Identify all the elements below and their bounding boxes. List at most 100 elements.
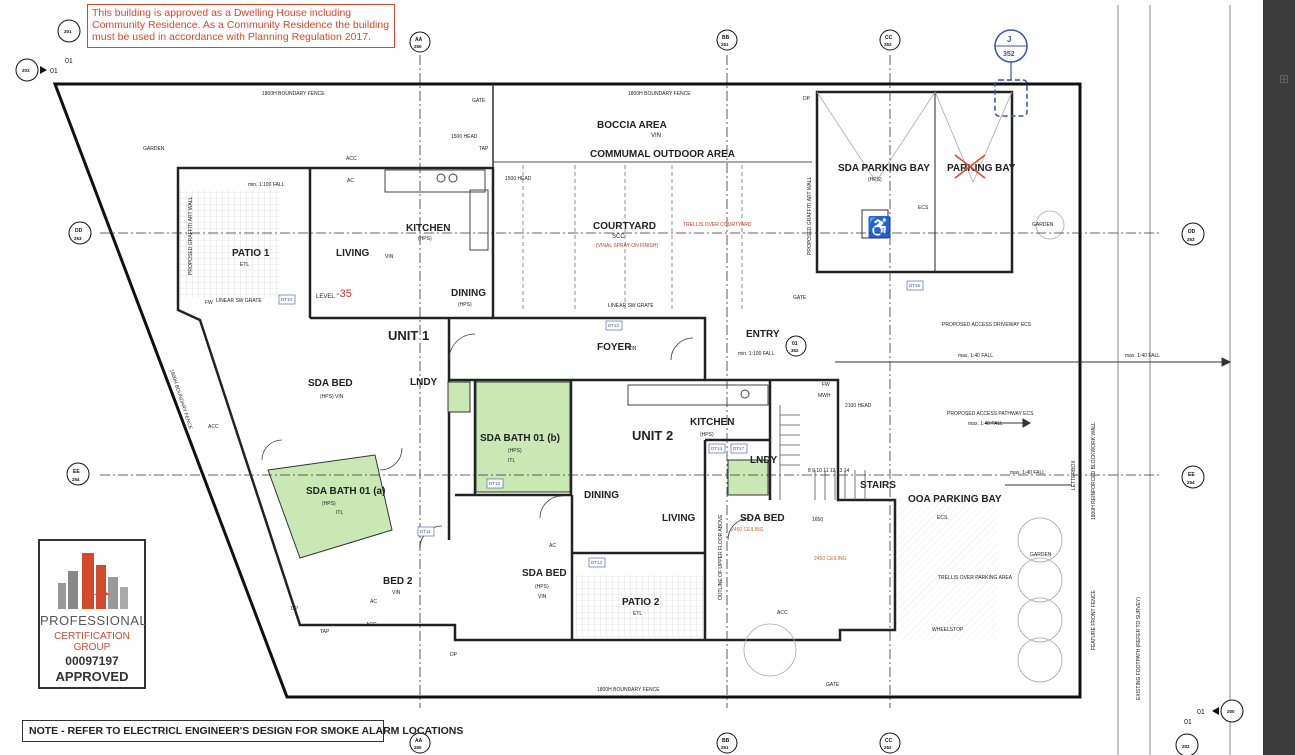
svg-text:DD: DD xyxy=(1188,229,1196,235)
svg-text:DD: DD xyxy=(75,228,83,234)
ooa-parking-hatch xyxy=(897,500,997,640)
fence-top-right: 1800H BOUNDARY FENCE xyxy=(628,91,691,97)
feature-fence: FEATURE FRONT FENCE xyxy=(1091,590,1097,650)
laundry-2 xyxy=(727,459,769,496)
sda-bed2-label: SDA BED xyxy=(522,568,567,579)
expand-icon[interactable]: ⊞ xyxy=(1279,72,1290,86)
benches xyxy=(384,169,769,406)
laundry-1 xyxy=(447,381,471,413)
patio-2-tiles xyxy=(575,575,703,637)
accessible-parking-icon: ♿ xyxy=(861,209,892,239)
svg-text:01: 01 xyxy=(1197,709,1205,716)
kitchen1-label: KITCHEN xyxy=(406,223,450,234)
sda-parking-bay-box xyxy=(815,90,1014,274)
svg-text:01: 01 xyxy=(792,341,798,347)
living1-finish: VIN xyxy=(385,254,394,260)
marker-202: 202 01 xyxy=(1175,719,1199,755)
marker-cc-bot: CC 252 xyxy=(879,732,901,754)
stamp-status: APPROVED xyxy=(55,669,129,684)
ac-living1: AC xyxy=(347,178,354,184)
stamp-line1: PROFESSIONAL xyxy=(40,613,148,628)
svg-text:352: 352 xyxy=(791,348,799,353)
fall-street: max. 1:40 FALL xyxy=(1125,353,1160,359)
svg-text:252: 252 xyxy=(884,42,892,47)
living1-label: LIVING xyxy=(336,248,370,259)
smoke-alarm-note: NOTE - REFER TO ELECTRICL ENGINEER'S DES… xyxy=(22,720,463,742)
sda-bed1-finish: (HPS) VIN xyxy=(320,394,344,400)
boccia-label: BOCCIA AREA xyxy=(597,120,667,131)
stamp-number: 00097197 xyxy=(65,654,119,668)
marker-dd-left: DD 253 xyxy=(68,221,92,245)
pathway-label: PROPOSED ACCESS PATHWAY ECS xyxy=(947,411,1034,417)
fence-top-left: 1800H BOUNDARY FENCE xyxy=(262,91,325,97)
sda-bed2-finish: VIN xyxy=(538,594,547,600)
marker-201: 201 01 xyxy=(57,19,81,65)
head-2100: 2100 HEAD xyxy=(845,403,872,409)
garden-label-right: GARDEN xyxy=(1030,552,1052,558)
dp-left: DP xyxy=(291,606,299,612)
fall-patio1: min. 1:100 FALL xyxy=(248,182,285,188)
svg-text:J: J xyxy=(1007,35,1011,44)
svg-text:BB: BB xyxy=(722,738,730,744)
svg-text:250: 250 xyxy=(414,745,422,750)
sda-parking-label: SDA PARKING BAY xyxy=(838,163,930,174)
dt17-tag: DT17 xyxy=(733,446,745,451)
stamp-line2: CERTIFICATION GROUP xyxy=(54,631,130,653)
svg-text:EE: EE xyxy=(1188,472,1195,478)
acc-bed2: ACC xyxy=(366,622,377,628)
fall-driveway: max. 1:40 FALL xyxy=(958,353,993,359)
stairs-label: STAIRS xyxy=(860,480,896,491)
ac-bed2: AC xyxy=(549,543,556,549)
marker-bb-top: BB 251 xyxy=(716,29,738,51)
dining1-label: DINING xyxy=(451,288,486,299)
kitchen2-label: KITCHEN xyxy=(690,417,734,428)
ac-bed-2: AC xyxy=(370,599,377,605)
garden-label-top: GARDEN xyxy=(1032,222,1054,228)
sda-bed3-label: SDA BED xyxy=(740,513,785,524)
fence-left: 1800H BOUNDARY FENCE xyxy=(168,369,193,431)
dt16-tag: DT16 xyxy=(909,283,921,288)
fall-ooa: max. 1:40 FALL xyxy=(1010,470,1045,476)
fw-entry: FW xyxy=(822,382,830,388)
dim-1650: 1650 xyxy=(812,517,823,523)
patio1-finish: ETL xyxy=(240,262,249,268)
kitchen2-hps: (HPS) xyxy=(700,432,714,438)
bed2-label: BED 2 xyxy=(383,576,413,587)
dp-bottom: DP xyxy=(450,652,458,658)
door-tags: DT10 DT12 DT16 DT13 DT15 DT14 DT17 DT11 xyxy=(278,280,924,568)
head-1500: 1500 HEAD xyxy=(451,134,478,140)
sda-bath-a xyxy=(267,454,393,559)
svg-text:253: 253 xyxy=(74,236,82,241)
svg-text:CC: CC xyxy=(885,35,893,41)
bath-b-itl: ITL xyxy=(508,458,515,464)
bed2-finish: VIN xyxy=(392,590,401,596)
marker-aa-bot: AA 250 xyxy=(409,732,431,754)
parking-bay-label: PARKING BAY xyxy=(947,163,1016,174)
communal-outdoor xyxy=(522,165,743,310)
fw-patio1: FW xyxy=(205,300,213,306)
dt10-tag: DT10 xyxy=(281,297,293,302)
viewer-sidebar[interactable]: ⊞ xyxy=(1263,0,1295,755)
marker-bb-bot: BB 251 xyxy=(716,732,738,754)
head-1500b: 1500 HEAD xyxy=(505,176,532,182)
stair-treads xyxy=(779,405,866,500)
marker-cc-top: CC 252 xyxy=(879,29,901,51)
vinyl-spray-note: (VINAL SPRAY ON FINISH) xyxy=(596,243,658,249)
svg-text:352: 352 xyxy=(1003,51,1015,58)
trellis-courtyard-note: TRELLIS OVER COURTYARD xyxy=(683,222,752,228)
svg-text:BB: BB xyxy=(722,35,730,41)
svg-text:EE: EE xyxy=(73,469,80,475)
svg-text:200: 200 xyxy=(1227,709,1235,714)
svg-text:202: 202 xyxy=(1182,744,1190,749)
fence-bottom: 1800H BOUNDARY FENCE xyxy=(597,687,660,693)
stair-numbers: 8 9 10 11 12 13 14 xyxy=(808,468,850,474)
bath-a-itl: ITL xyxy=(336,510,343,516)
dining1-hps: (HPS) xyxy=(458,302,472,308)
wheelstop-label: WHEELSTOP xyxy=(932,627,964,633)
sda-bed2-hps: (HPS) xyxy=(535,584,549,590)
dp-top: DP xyxy=(803,96,811,102)
unit2-label: UNIT 2 xyxy=(632,428,673,443)
trellis-parking-note: TRELLIS OVER PARKING AREA xyxy=(938,575,1013,581)
living2-label: LIVING xyxy=(662,513,696,524)
marker-dd-right: DD 253 xyxy=(1181,222,1205,246)
